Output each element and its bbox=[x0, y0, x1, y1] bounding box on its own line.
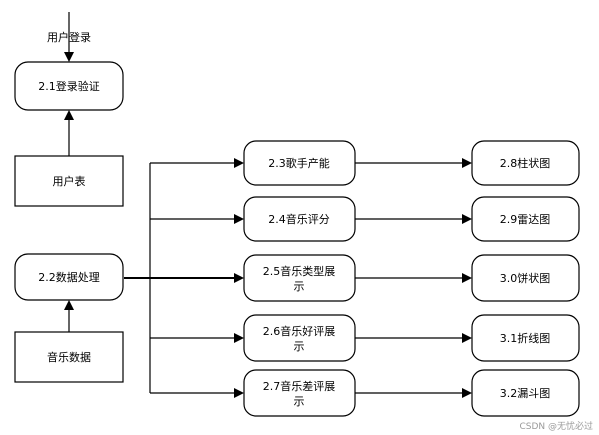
node-singer-output[interactable]: 2.3歌手产能 bbox=[243, 140, 356, 186]
node-bad-review-label-line1: 2.7音乐差评展 bbox=[263, 379, 336, 393]
node-line-chart-label: 3.1折线图 bbox=[500, 331, 551, 345]
node-music-data[interactable]: 音乐数据 bbox=[14, 331, 124, 383]
node-bar-chart[interactable]: 2.8柱状图 bbox=[471, 140, 580, 186]
node-funnel-chart[interactable]: 3.2漏斗图 bbox=[471, 369, 580, 417]
node-data-processing-label: 2.2数据处理 bbox=[38, 270, 100, 284]
node-music-data-label: 音乐数据 bbox=[47, 350, 91, 364]
watermark: CSDN @无忧必过 bbox=[519, 422, 593, 432]
node-line-chart[interactable]: 3.1折线图 bbox=[471, 314, 580, 362]
node-good-review-label-line1: 2.6音乐好评展 bbox=[263, 324, 336, 338]
bus-to-singer-arrowhead bbox=[234, 158, 244, 168]
node-music-rating-label: 2.4音乐评分 bbox=[268, 212, 330, 226]
bus-to-good-arrowhead bbox=[234, 333, 244, 343]
bus-to-rating-arrowhead bbox=[234, 214, 244, 224]
bus-to-bad-arrowhead bbox=[234, 388, 244, 398]
usertable-to-login-arrowhead bbox=[64, 110, 74, 120]
node-good-review-display[interactable]: 2.6音乐好评展 示 bbox=[243, 314, 356, 362]
node-user-table[interactable]: 用户表 bbox=[14, 155, 124, 207]
node-type-display-label-line2: 示 bbox=[294, 280, 305, 293]
musicdata-to-proc-arrowhead bbox=[64, 300, 74, 310]
node-pie-chart-label: 3.0饼状图 bbox=[500, 271, 551, 285]
node-login-label: 2.1登录验证 bbox=[38, 79, 100, 93]
node-data-processing[interactable]: 2.2数据处理 bbox=[14, 253, 124, 301]
entry-arrowhead bbox=[64, 52, 74, 62]
rating-to-radar-arrowhead bbox=[462, 214, 472, 224]
node-good-review-label-line2: 示 bbox=[294, 340, 305, 353]
bad-to-funnel-arrowhead bbox=[462, 388, 472, 398]
node-type-display[interactable]: 2.5音乐类型展 示 bbox=[243, 254, 356, 302]
entry-label: 用户登录 bbox=[47, 30, 91, 44]
node-bad-review-label-line2: 示 bbox=[294, 395, 305, 408]
singer-to-bar-arrowhead bbox=[462, 158, 472, 168]
good-to-line-arrowhead bbox=[462, 333, 472, 343]
bus-to-type-arrowhead bbox=[234, 273, 244, 283]
node-type-display-label-line1: 2.5音乐类型展 bbox=[263, 264, 336, 278]
node-pie-chart[interactable]: 3.0饼状图 bbox=[471, 254, 580, 302]
node-funnel-chart-label: 3.2漏斗图 bbox=[500, 387, 551, 400]
node-user-table-label: 用户表 bbox=[53, 174, 86, 188]
node-bad-review-display[interactable]: 2.7音乐差评展 示 bbox=[243, 369, 356, 417]
node-radar-chart-label: 2.9雷达图 bbox=[500, 213, 551, 226]
node-login[interactable]: 2.1登录验证 bbox=[14, 61, 124, 111]
node-radar-chart[interactable]: 2.9雷达图 bbox=[471, 196, 580, 242]
connectors bbox=[64, 12, 472, 398]
type-to-pie-arrowhead bbox=[462, 273, 472, 283]
node-bar-chart-label: 2.8柱状图 bbox=[500, 156, 551, 170]
node-music-rating[interactable]: 2.4音乐评分 bbox=[243, 196, 356, 242]
node-singer-output-label: 2.3歌手产能 bbox=[268, 156, 330, 170]
